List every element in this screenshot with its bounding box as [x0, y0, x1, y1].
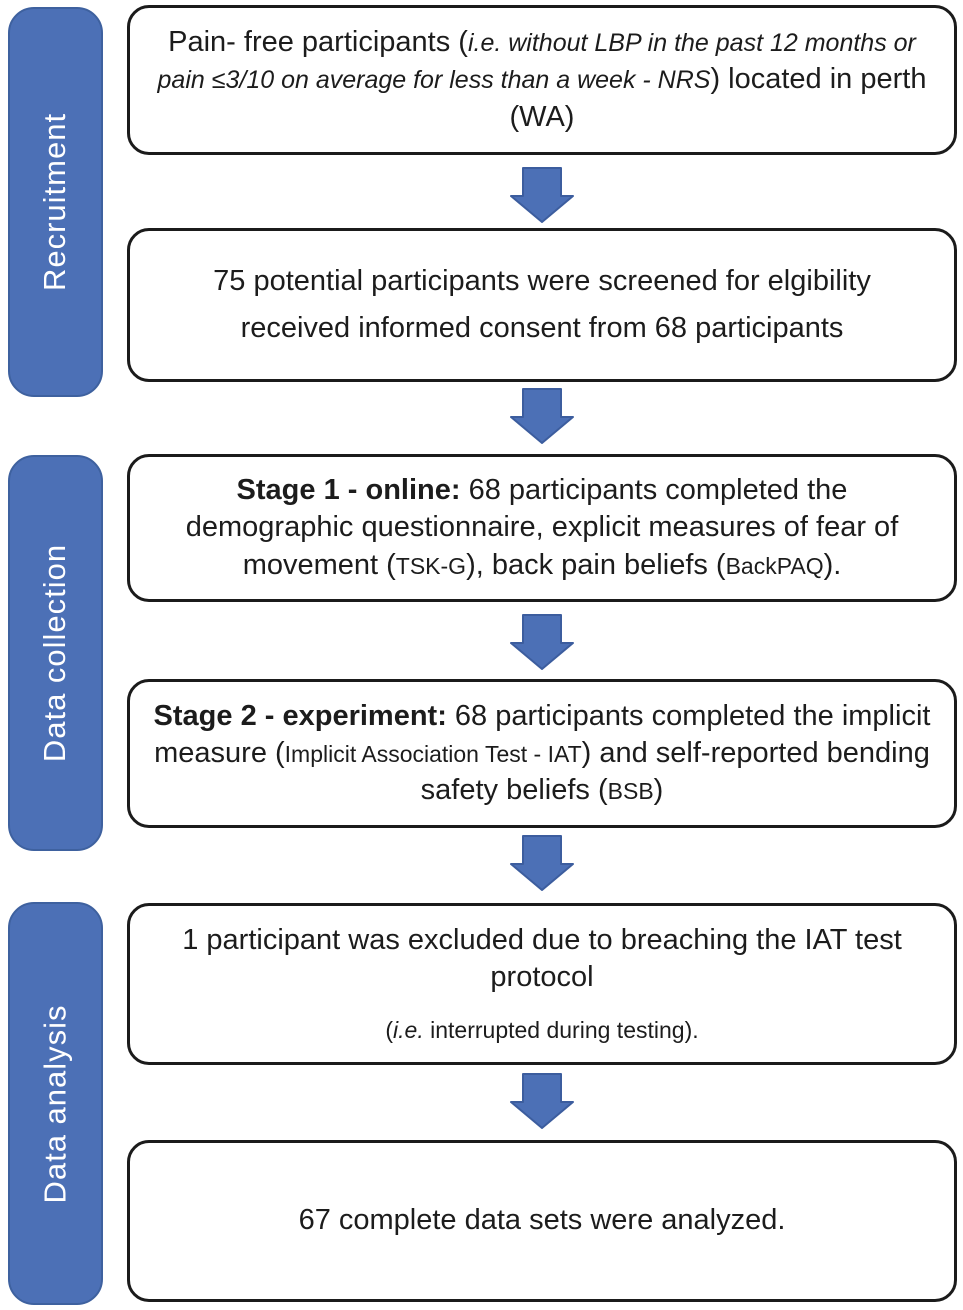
- text-run-small: interrupted during testing: [423, 1016, 685, 1043]
- text-run: ).: [823, 548, 842, 581]
- box-text: (i.e. interrupted during testing).: [385, 1016, 698, 1047]
- text-run-small: BackPAQ: [725, 552, 824, 579]
- box-text: 75 potential participants were screened …: [213, 263, 871, 300]
- flow-box-analysis-result: 67 complete data sets were analyzed.: [127, 1140, 957, 1302]
- stage-pill-data-collection: Data collection: [8, 455, 103, 851]
- text-run: received informed consent from 68 partic…: [240, 312, 844, 344]
- box-text: Pain- free participants (i.e. without LB…: [150, 24, 934, 135]
- box-text: Stage 2 - experiment: 68 participants co…: [150, 698, 934, 809]
- text-run: ): [653, 774, 664, 807]
- text-run-italic: i.e. without LBP in the past 12 months o…: [157, 29, 916, 95]
- stage-label-data-collection: Data collection: [37, 543, 73, 763]
- text-run: 75 potential participants were screened …: [213, 264, 871, 297]
- text-run-small-italic: i.e.: [393, 1016, 424, 1043]
- flow-box-stage-2-experiment: Stage 2 - experiment: 68 participants co…: [127, 679, 957, 828]
- text-run: ) located in perth (WA): [509, 63, 927, 133]
- down-arrow-icon: [510, 1073, 574, 1129]
- text-run-small: TSK-G: [395, 552, 467, 579]
- text-run-bold: Stage 2 - experiment:: [153, 699, 447, 732]
- text-run: ) and self-reported bending safety belie…: [420, 736, 930, 807]
- flow-box-screening: 75 potential participants were screened …: [127, 228, 957, 382]
- text-run: ), back pain beliefs (: [466, 548, 726, 581]
- box-text: received informed consent from 68 partic…: [241, 310, 844, 347]
- text-run-small: BSB: [607, 778, 654, 805]
- text-run: 68 participants completed the demographi…: [185, 474, 899, 581]
- stage-label-data-analysis: Data analysis: [37, 1003, 73, 1204]
- text-run-small: ).: [684, 1016, 699, 1043]
- text-run: 67 complete data sets were analyzed.: [298, 1204, 786, 1237]
- stage-pill-recruitment: Recruitment: [8, 7, 103, 397]
- text-run: Pain- free participants (: [168, 26, 468, 59]
- text-run: 68 participants completed the implicit m…: [154, 699, 931, 769]
- down-arrow-icon: [510, 835, 574, 891]
- text-run: 1 participant was excluded due to breach…: [182, 923, 902, 993]
- down-arrow-icon: [510, 614, 574, 670]
- box-text: 1 participant was excluded due to breach…: [180, 922, 904, 996]
- box-text: Stage 1 - online: 68 participants comple…: [150, 472, 934, 583]
- stage-pill-data-analysis: Data analysis: [8, 902, 103, 1305]
- down-arrow-icon: [510, 388, 574, 444]
- text-run-bold: Stage 1 - online:: [236, 474, 461, 507]
- box-text: 67 complete data sets were analyzed.: [299, 1202, 786, 1239]
- flow-box-stage-1-online: Stage 1 - online: 68 participants comple…: [127, 454, 957, 602]
- text-run-small: Implicit Association Test - IAT: [284, 740, 582, 767]
- stage-label-recruitment: Recruitment: [37, 112, 73, 292]
- text-run-small: (: [385, 1016, 394, 1043]
- flow-box-exclusion: 1 participant was excluded due to breach…: [127, 903, 957, 1065]
- down-arrow-icon: [510, 167, 574, 223]
- flow-box-recruitment-source: Pain- free participants (i.e. without LB…: [127, 5, 957, 155]
